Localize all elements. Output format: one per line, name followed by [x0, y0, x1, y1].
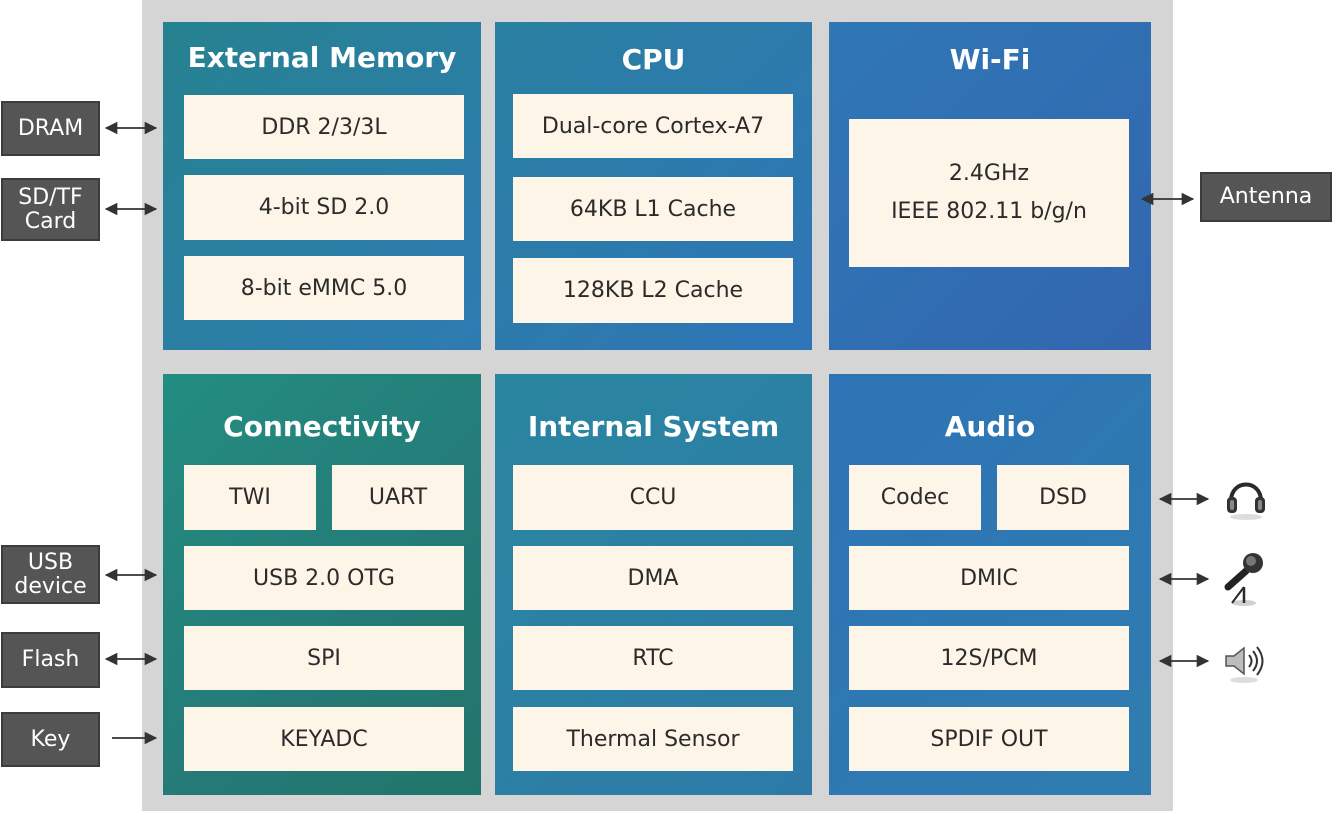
ext-sdtf-card: SD/TF Card [1, 178, 100, 241]
panel-audio: Audio Codec DSD DMIC 12S/PCM SPDIF OUT [829, 374, 1151, 795]
ext-usb-line1: USB [27, 549, 74, 575]
box-l1-cache: 64KB L1 Cache [513, 177, 793, 241]
box-rtc: RTC [513, 626, 793, 690]
ext-key: Key [1, 712, 100, 767]
box-twi: TWI [184, 465, 316, 530]
box-i2s-pcm: 12S/PCM [849, 626, 1129, 690]
ext-usb-device: USB device [1, 545, 100, 604]
box-sd: 4-bit SD 2.0 [184, 175, 464, 240]
panel-wifi: Wi-Fi 2.4GHz IEEE 802.11 b/g/n [829, 22, 1151, 350]
box-usb-otg: USB 2.0 OTG [184, 546, 464, 610]
box-ddr: DDR 2/3/3L [184, 95, 464, 159]
panel-title-external-memory: External Memory [187, 41, 457, 74]
ext-usb-line2: device [14, 573, 87, 599]
ext-sdtf-line1: SD/TF [18, 184, 83, 210]
panel-internal-system: Internal System CCU DMA RTC Thermal Sens… [495, 374, 812, 795]
box-spi: SPI [184, 626, 464, 690]
box-cortex: Dual-core Cortex-A7 [513, 94, 793, 158]
panel-cpu: CPU Dual-core Cortex-A7 64KB L1 Cache 12… [495, 22, 812, 350]
box-uart: UART [332, 465, 464, 530]
panel-external-memory: External Memory DDR 2/3/3L 4-bit SD 2.0 … [163, 22, 481, 350]
microphone-icon [1224, 553, 1263, 606]
panel-title-wifi: Wi-Fi [949, 43, 1031, 76]
ext-flash: Flash [1, 632, 100, 688]
ext-antenna: Antenna [1200, 172, 1332, 222]
panel-title-connectivity: Connectivity [223, 410, 421, 443]
speaker-icon [1225, 646, 1264, 683]
box-wifi-spec: 2.4GHz IEEE 802.11 b/g/n [849, 119, 1129, 267]
ext-sdtf-line2: Card [24, 208, 77, 234]
box-dma: DMA [513, 546, 793, 610]
box-dmic: DMIC [849, 546, 1129, 610]
box-thermal-sensor: Thermal Sensor [513, 707, 793, 771]
box-spdif-out: SPDIF OUT [849, 707, 1129, 771]
box-emmc: 8-bit eMMC 5.0 [184, 256, 464, 320]
box-l2-cache: 128KB L2 Cache [513, 258, 793, 323]
box-ccu: CCU [513, 465, 793, 530]
panel-connectivity: Connectivity TWI UART USB 2.0 OTG SPI KE… [163, 374, 481, 795]
wifi-frequency: 2.4GHz [948, 161, 1030, 186]
ext-dram: DRAM [1, 101, 100, 156]
wifi-standard: IEEE 802.11 b/g/n [891, 199, 1087, 224]
panel-title-audio: Audio [944, 410, 1036, 443]
box-keyadc: KEYADC [184, 707, 464, 771]
panel-title-internal-system: Internal System [527, 410, 780, 443]
panel-title-cpu: CPU [621, 43, 686, 76]
box-codec: Codec [849, 465, 981, 530]
box-dsd: DSD [997, 465, 1129, 530]
headphones-icon [1227, 482, 1265, 520]
